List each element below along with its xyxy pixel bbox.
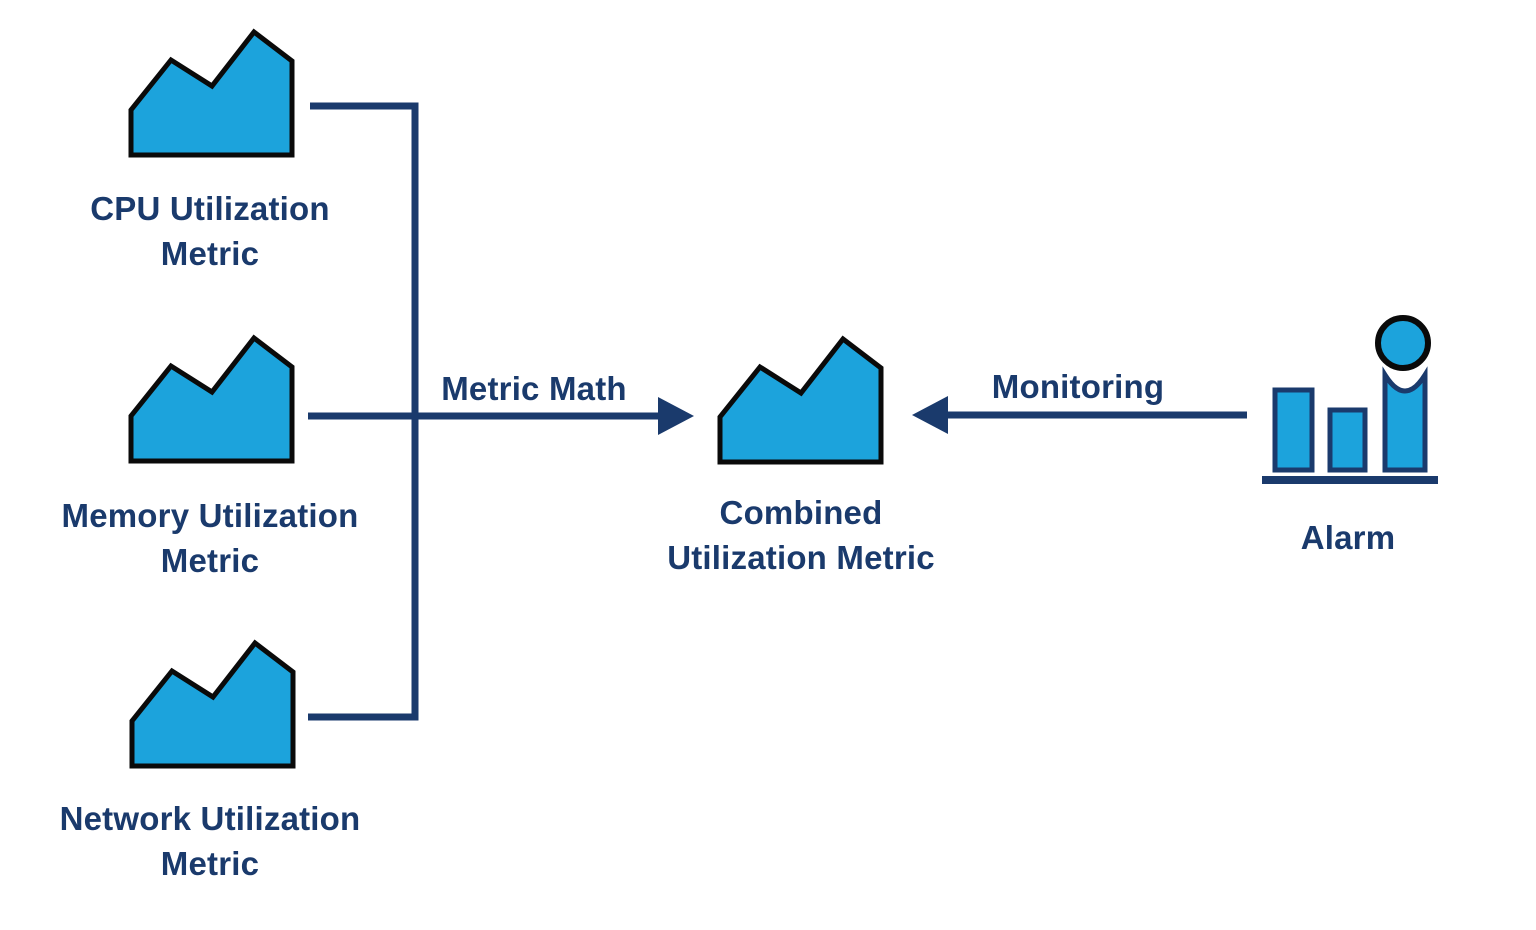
alarm-bar-medium — [1272, 387, 1315, 473]
cpu-metric-label-line2: Metric — [160, 235, 260, 272]
network-metric-label: Network Utilization Metric — [10, 796, 410, 886]
network-metric-label-line2: Metric — [160, 845, 260, 882]
alarm-bar-tall — [1382, 366, 1428, 473]
monitoring-edge-label-text: Monitoring — [991, 368, 1165, 405]
cpu-metric-label: CPU Utilization Metric — [10, 186, 410, 276]
memory-metric-label-line2: Metric — [160, 542, 260, 579]
alarm-label: Alarm — [1198, 515, 1498, 560]
metric-math-edge-label: Metric Math — [384, 366, 684, 411]
alarm-icon — [1262, 315, 1438, 484]
combined-metric-label: Combined Utilization Metric — [601, 490, 1001, 580]
combined-metric-label-line1: Combined — [719, 494, 883, 531]
memory-metric-label-line1: Memory Utilization — [61, 497, 359, 534]
metric-math-edge-label-text: Metric Math — [441, 370, 627, 407]
cpu-metric-label-line1: CPU Utilization — [90, 190, 330, 227]
metric-merge-connector — [308, 102, 419, 721]
combined-metric-label-line2: Utilization Metric — [667, 539, 935, 576]
cpu-metric-icon — [131, 32, 292, 155]
alarm-label-line1: Alarm — [1300, 519, 1396, 556]
metric-math-arrowhead — [658, 397, 694, 435]
alarm-bar-small — [1327, 407, 1368, 473]
combined-metric-icon — [720, 339, 881, 462]
memory-metric-icon — [131, 338, 292, 461]
alarm-ball — [1375, 315, 1431, 371]
monitoring-arrowhead — [912, 396, 948, 434]
network-metric-label-line1: Network Utilization — [59, 800, 361, 837]
network-metric-icon — [132, 643, 293, 766]
monitoring-edge-label: Monitoring — [928, 364, 1228, 409]
memory-metric-label: Memory Utilization Metric — [10, 493, 410, 583]
